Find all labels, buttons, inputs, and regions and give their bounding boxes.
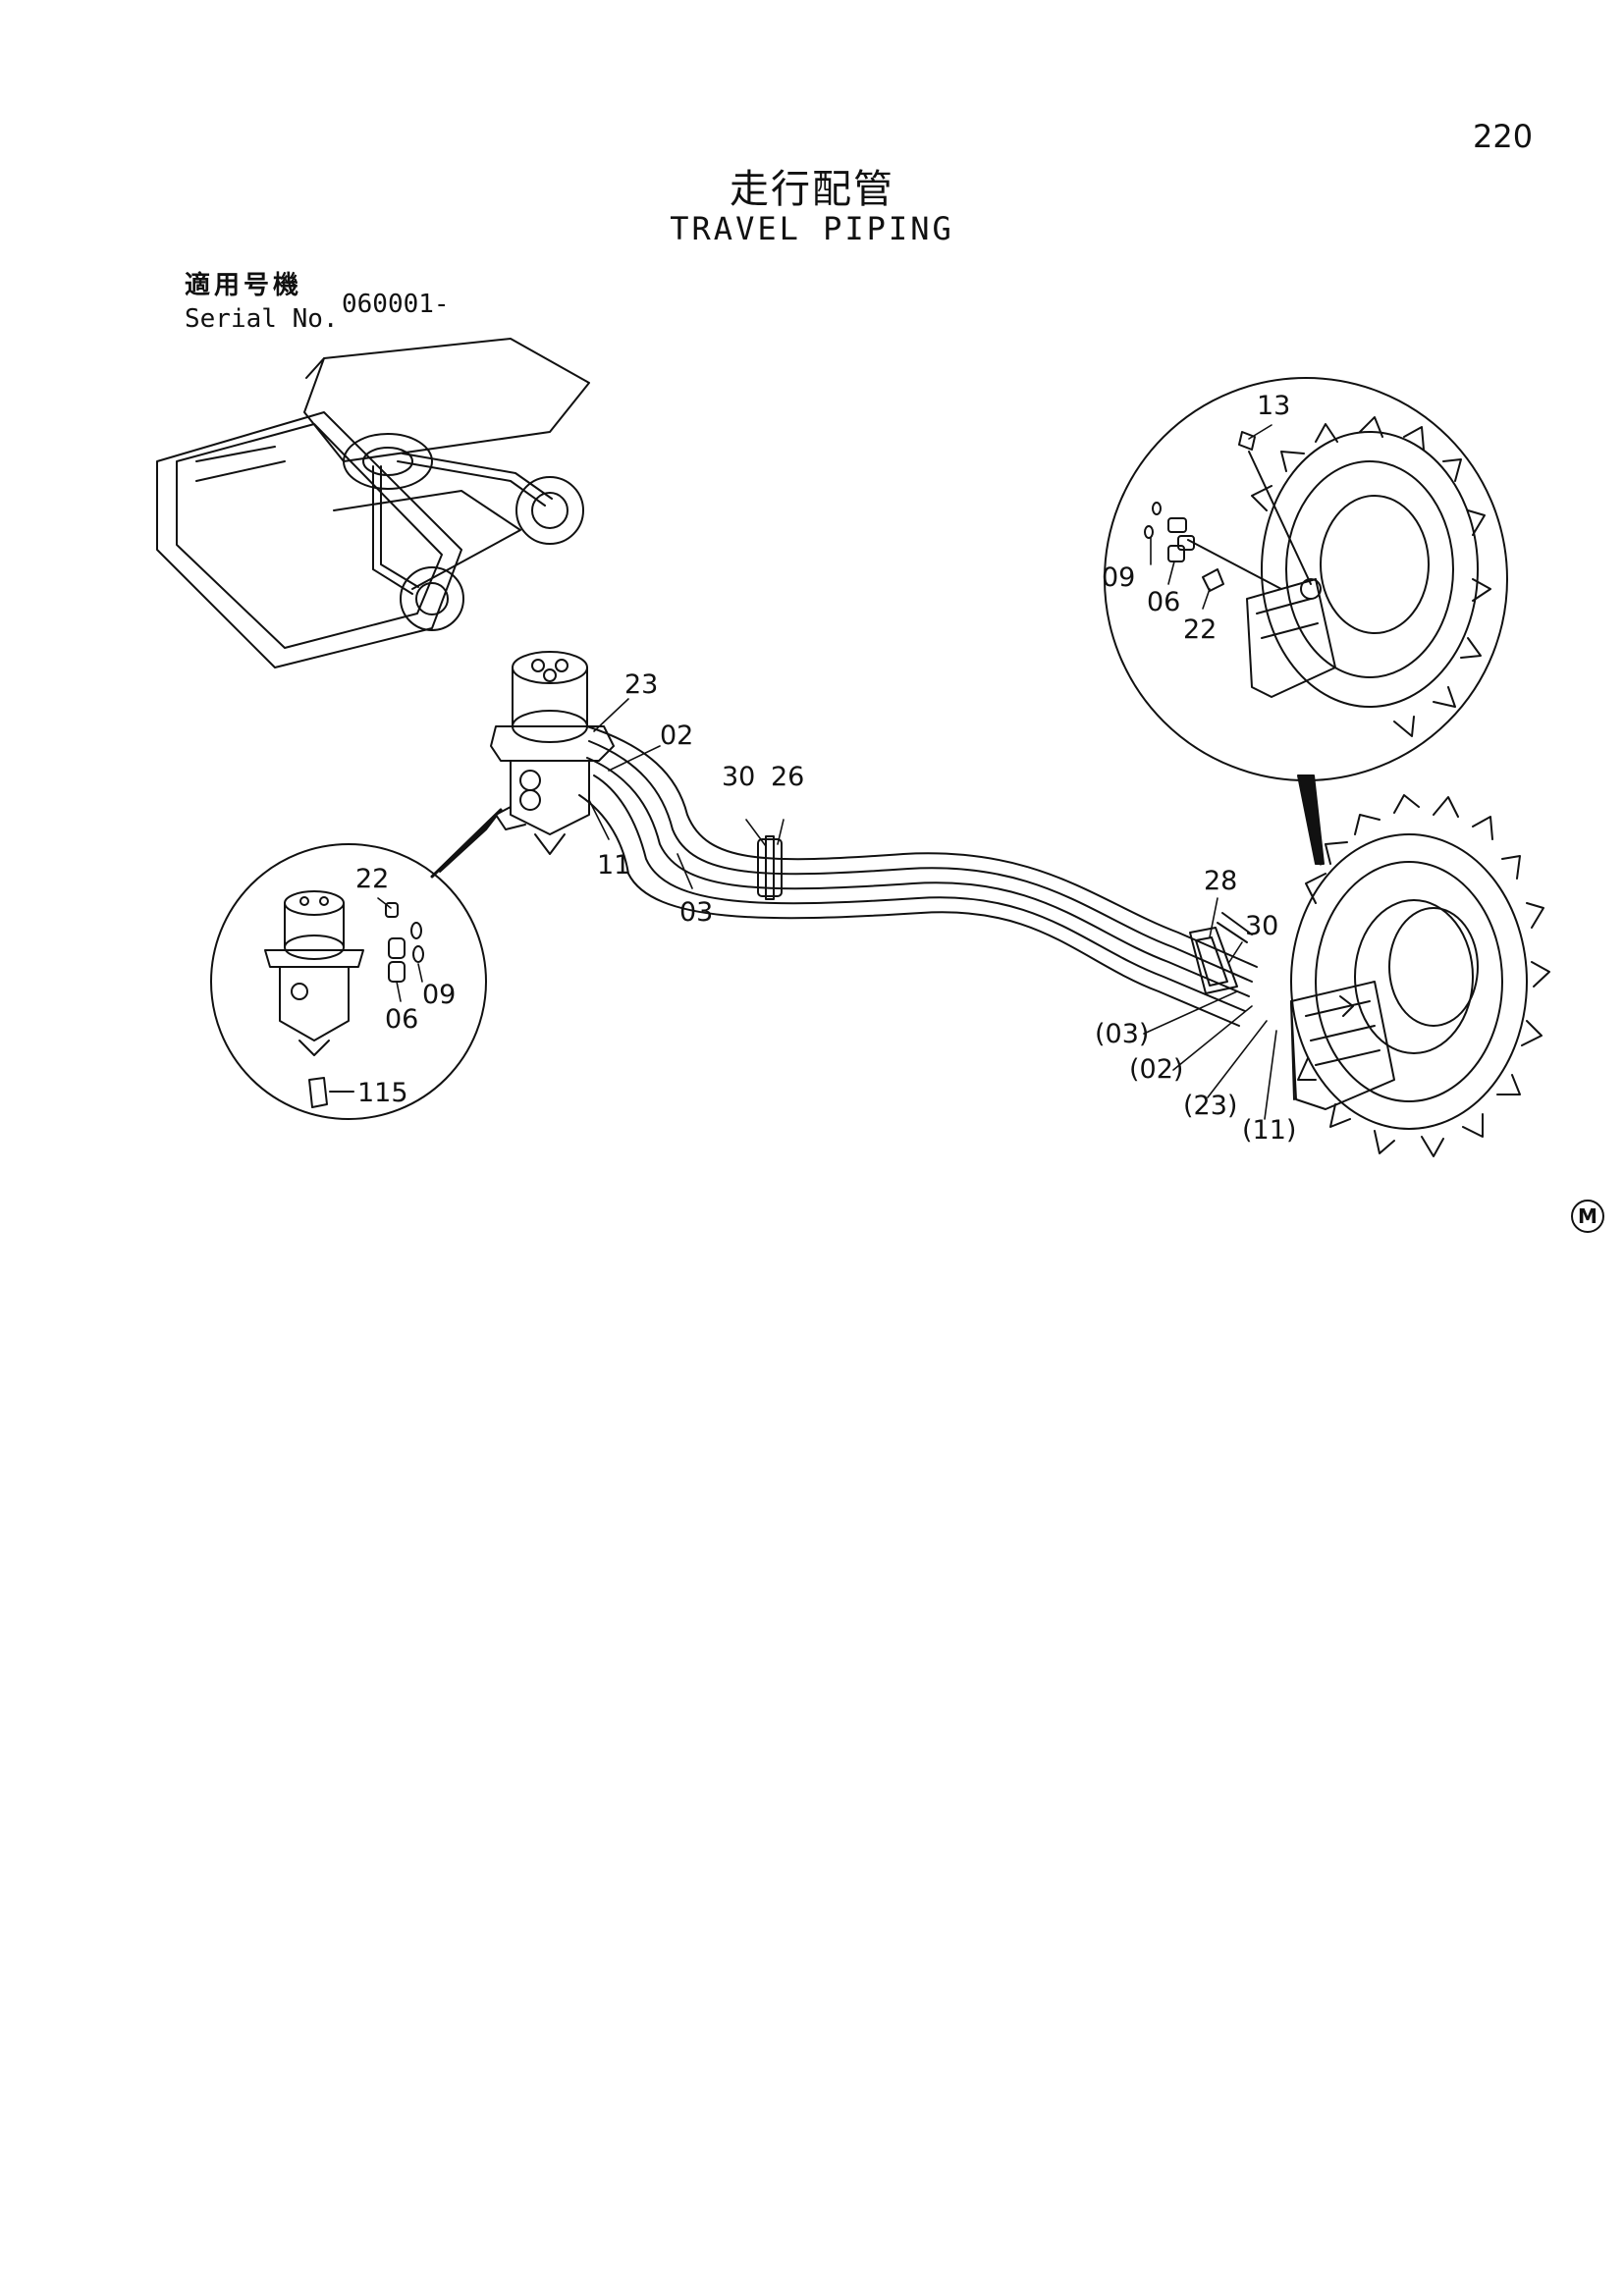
travel-motor-drawing	[1290, 794, 1550, 1157]
page-number: 220	[1473, 118, 1534, 155]
detail-right-callout-06: 06	[1147, 587, 1180, 617]
detail-right-callout-09: 09	[1102, 562, 1135, 593]
serial-label-english: Serial No.	[185, 304, 339, 334]
callout-11: 11	[597, 850, 630, 881]
travel-hoses-drawing	[578, 725, 1258, 1027]
callout-03: 03	[679, 897, 713, 928]
callout-11-ref: (11)	[1242, 1115, 1296, 1146]
callout-23-ref: (23)	[1183, 1091, 1237, 1121]
undercarriage-overview-drawing	[156, 338, 590, 668]
detail-left-callout-06: 06	[385, 1004, 418, 1035]
detail-right-callout-22: 22	[1183, 614, 1217, 645]
title-japanese: 走行配管	[730, 167, 894, 212]
center-joint-drawing	[490, 651, 615, 855]
leader-lines	[377, 424, 1277, 1120]
callout-26: 26	[771, 762, 804, 792]
detail-left-callout-09: 09	[422, 980, 456, 1010]
callout-30-upper: 30	[722, 762, 755, 792]
left-detail-circle	[210, 808, 503, 1120]
callout-28: 28	[1204, 866, 1237, 896]
circled-m-symbol: M	[1571, 1200, 1604, 1233]
callout-30-lower: 30	[1245, 911, 1278, 941]
right-detail-circle	[1104, 377, 1508, 866]
detail-left-callout-22: 22	[355, 864, 389, 894]
detail-left-callout-115: 115	[357, 1078, 408, 1108]
serial-number-value: 060001-	[342, 290, 450, 319]
callout-23: 23	[624, 669, 658, 700]
title-english: TRAVEL PIPING	[670, 210, 954, 247]
callout-03-ref: (03)	[1095, 1019, 1149, 1049]
serial-label-japanese: 適用号機	[185, 271, 303, 300]
callout-02-ref: (02)	[1129, 1054, 1183, 1085]
callout-02: 02	[660, 721, 693, 751]
detail-right-callout-13: 13	[1257, 391, 1290, 421]
